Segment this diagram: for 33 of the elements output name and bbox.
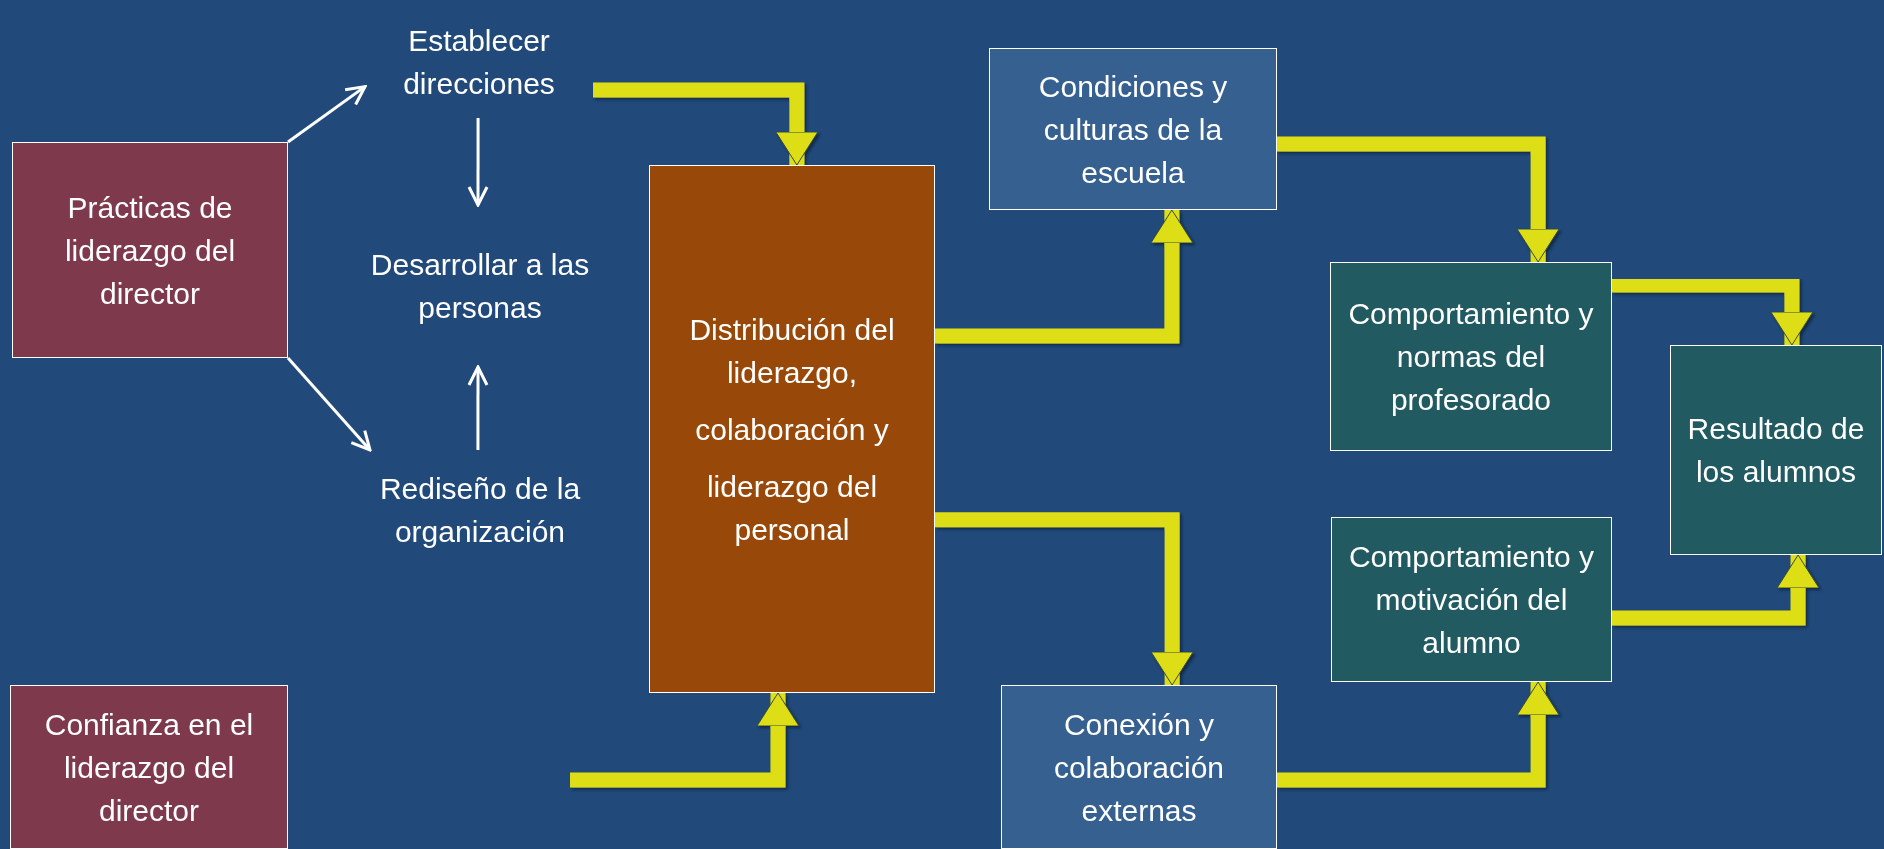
process-box xyxy=(989,48,1277,210)
practice-box xyxy=(10,685,288,849)
practice-box xyxy=(12,142,288,358)
block-arrow xyxy=(935,209,1194,344)
node-label: Distribución del liderazgo, xyxy=(688,311,896,391)
block-arrow xyxy=(1277,681,1560,788)
node-label: Conexión y colaboración externas xyxy=(1052,706,1226,829)
block-arrow xyxy=(1277,136,1560,263)
node-label: Prácticas de liderazgo del director xyxy=(63,189,237,312)
block-arrow xyxy=(570,692,800,788)
process-box xyxy=(1001,685,1277,849)
node-label: colaboración y xyxy=(694,411,890,448)
block-arrow xyxy=(1612,554,1820,626)
node-label: Condiciones y culturas de la escuela xyxy=(1037,68,1229,191)
node-label: Confianza en el liderazgo del director xyxy=(43,706,255,829)
block-arrow xyxy=(593,82,819,166)
process-box xyxy=(1330,262,1612,451)
block-arrow xyxy=(935,512,1194,686)
process-box xyxy=(1331,517,1612,682)
arrow xyxy=(286,357,372,452)
node-label: Establecer direcciones xyxy=(402,23,556,102)
node-label: Comportamiento y motivación del alumno xyxy=(1347,539,1596,661)
outcome-box xyxy=(1670,345,1882,555)
node-label: Rediseño de la organización xyxy=(378,471,582,550)
process-box xyxy=(649,165,935,693)
arrow xyxy=(467,365,489,450)
node-label: Comportamiento y normas del profesorado xyxy=(1347,296,1595,418)
node-label: Resultado de los alumnos xyxy=(1686,411,1866,490)
arrow xyxy=(287,85,367,144)
arrow xyxy=(467,118,489,207)
block-arrow xyxy=(1612,277,1814,346)
node-label: Desarrollar a las personas xyxy=(369,247,591,326)
node-label: liderazgo del personal xyxy=(705,468,879,548)
